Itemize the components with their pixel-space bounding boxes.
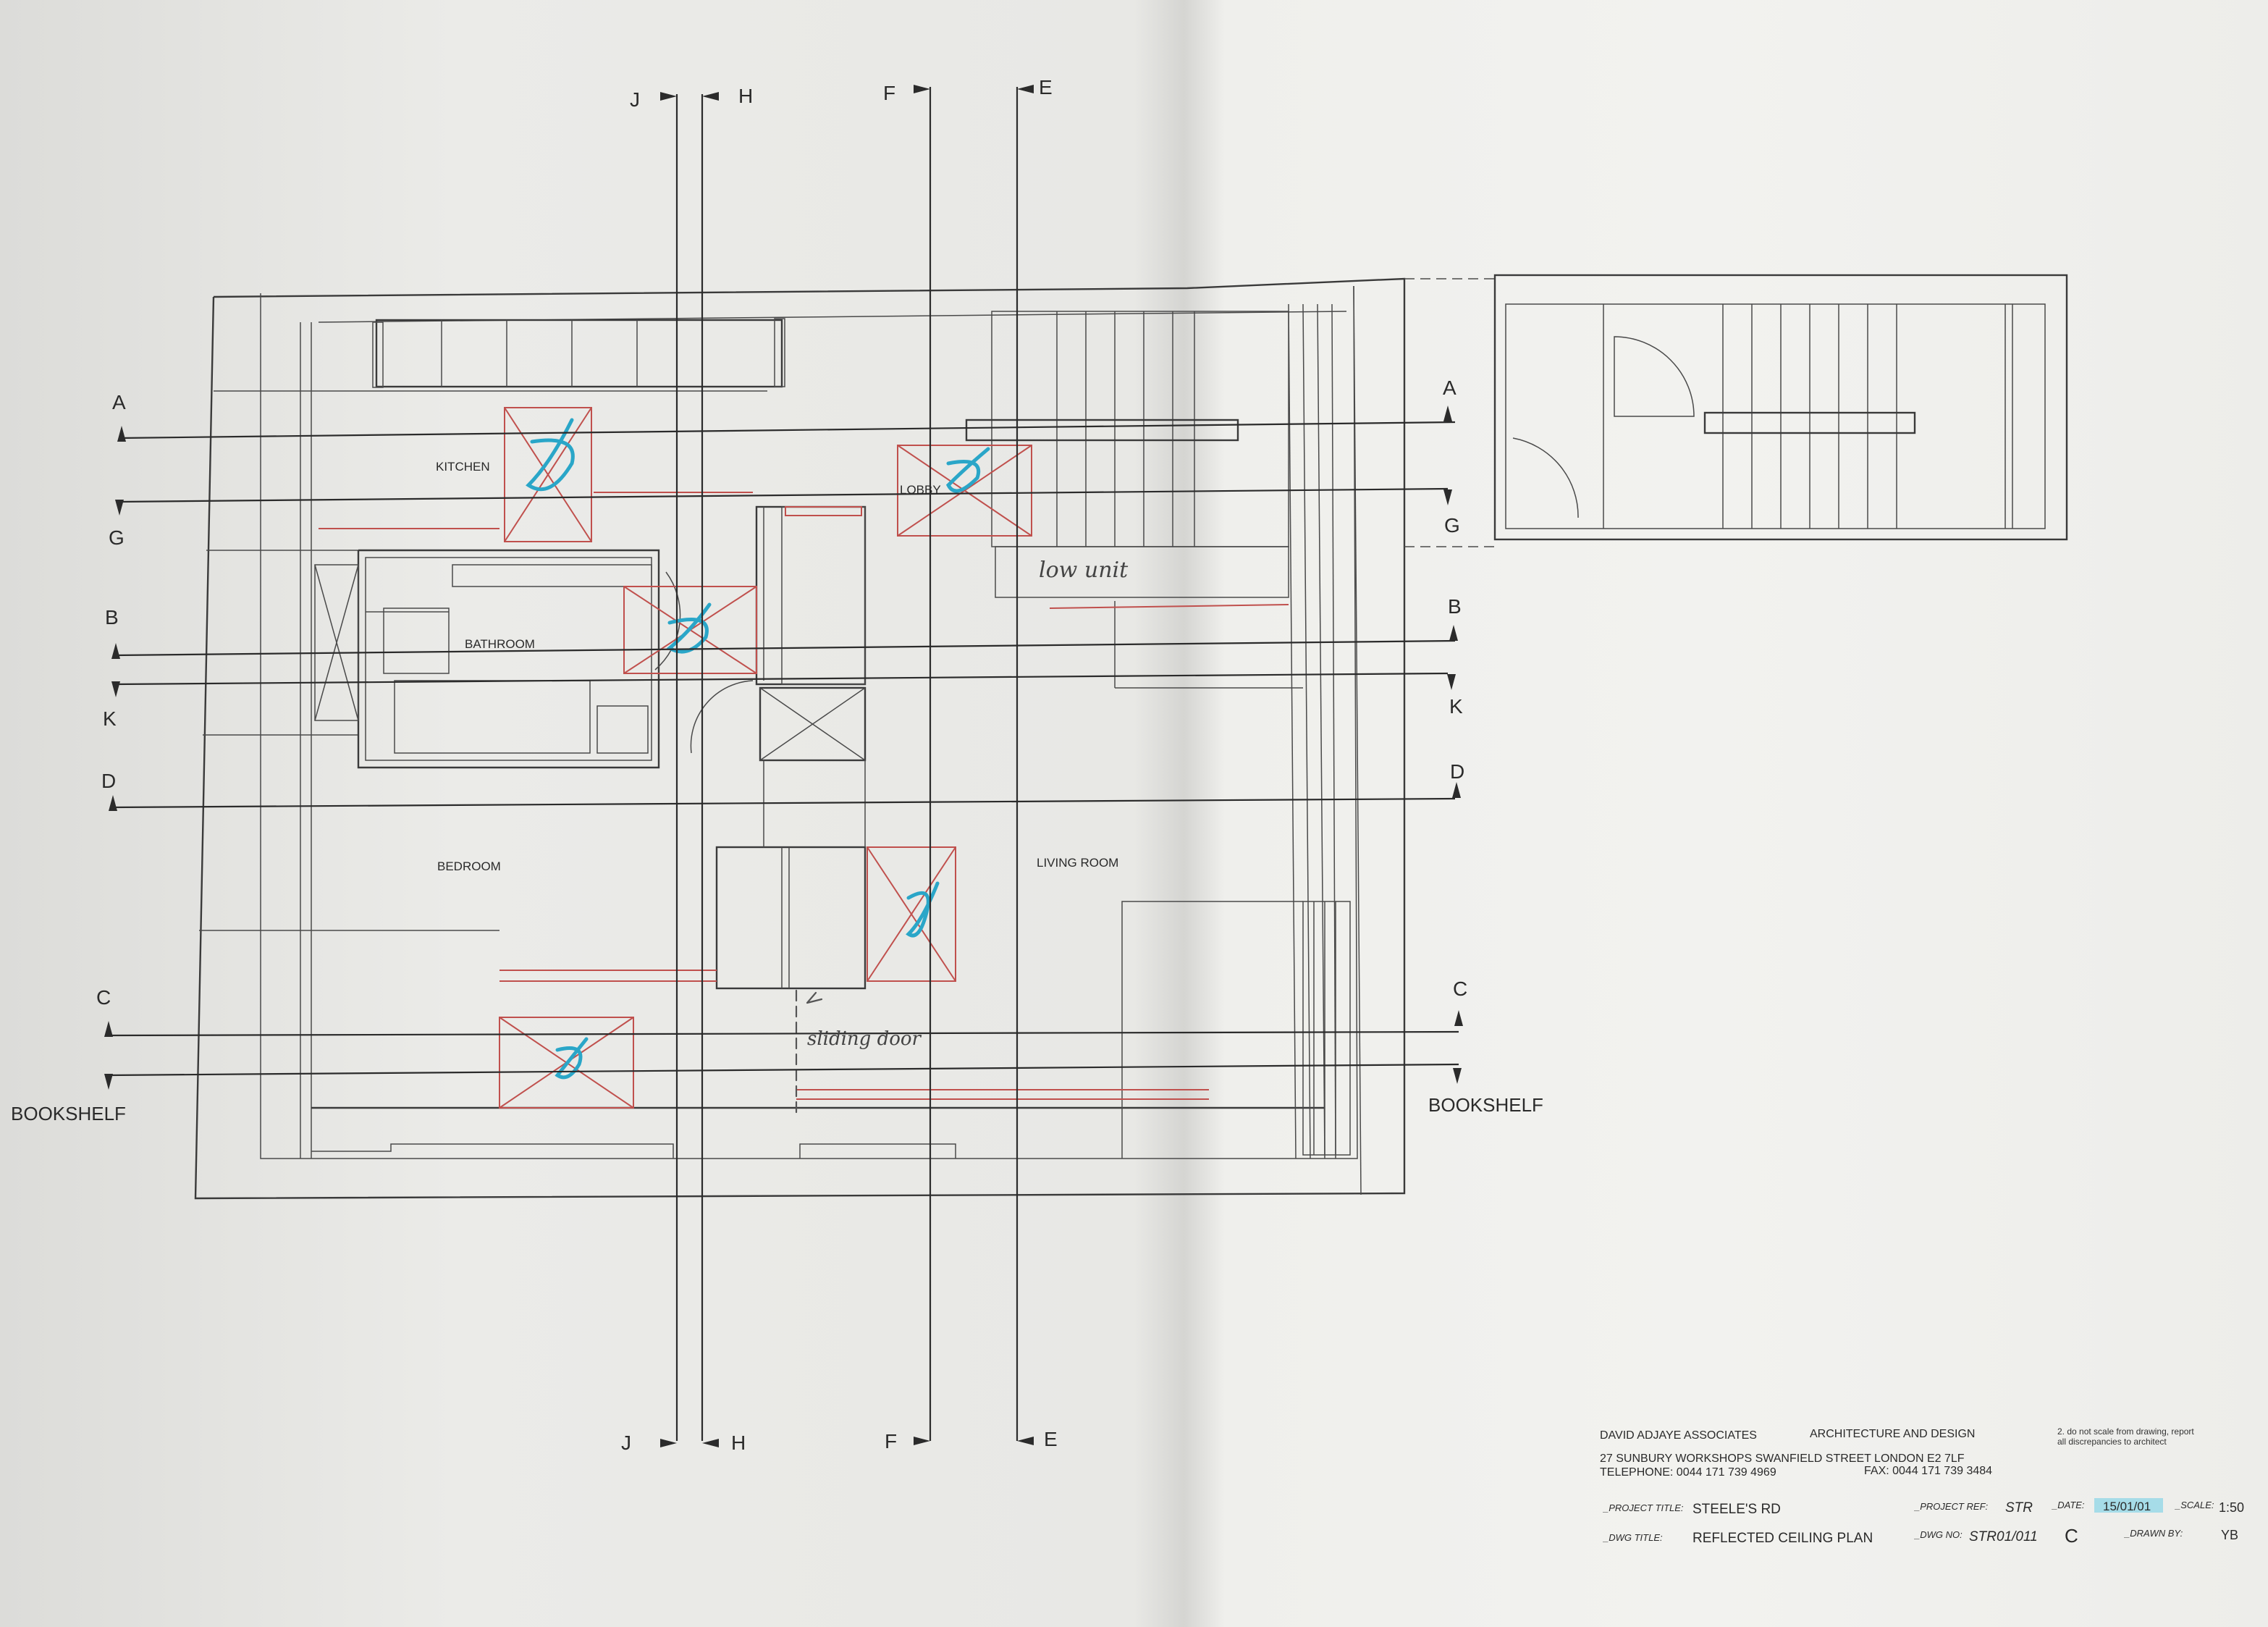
- marker-D-right: D: [1450, 760, 1464, 783]
- grid-labels-right: A G B K D C: [1443, 377, 1467, 1000]
- marker-K-left: K: [103, 707, 117, 730]
- marker-C-right: C: [1453, 978, 1467, 1000]
- tb-revision: C: [2065, 1525, 2078, 1547]
- annex-plan: [1404, 274, 2068, 547]
- tb-project-title: STEELE'S RD: [1692, 1502, 1781, 1517]
- tb-project-ref-label: _PROJECT REF:: [1913, 1501, 1989, 1512]
- grid-labels-top: J H F E: [630, 76, 1053, 111]
- bookshelf-label-left: BOOKSHELF: [11, 1103, 126, 1124]
- room-kitchen: KITCHEN: [436, 460, 490, 474]
- tb-project-title-label: _PROJECT TITLE:: [1602, 1502, 1684, 1513]
- marker-H-bottom: H: [731, 1431, 746, 1454]
- marker-E-top: E: [1039, 76, 1053, 98]
- tb-drawn-by: YB: [2221, 1528, 2238, 1542]
- bathroom-block: [314, 549, 754, 769]
- bookshelf-label-right: BOOKSHELF: [1428, 1094, 1543, 1116]
- tb-firm: DAVID ADJAYE ASSOCIATES: [1600, 1429, 1757, 1442]
- tb-scale: 1:50: [2219, 1500, 2244, 1515]
- highlighter-marks: [526, 418, 990, 1080]
- tb-project-ref: STR: [2005, 1500, 2033, 1515]
- tb-note-wrap: 2. do not scale from drawing, report all…: [2057, 1426, 2194, 1447]
- tb-fax: FAX: 0044 171 739 3484: [1864, 1465, 1992, 1477]
- marker-B-left: B: [105, 606, 119, 628]
- marker-J-top: J: [630, 88, 640, 111]
- room-bedroom: BEDROOM: [437, 859, 501, 873]
- marker-F-top: F: [883, 82, 895, 104]
- tb-dwg-no: STR01/011: [1969, 1529, 2038, 1544]
- tb-scale-label: _SCALE:: [2174, 1500, 2214, 1510]
- tb-dwg-no-label: _DWG NO:: [1913, 1529, 1963, 1540]
- tb-telephone: TELEPHONE: 0044 171 739 4969: [1600, 1466, 1776, 1479]
- marker-G-right: G: [1444, 514, 1460, 537]
- marker-B-right: B: [1448, 595, 1462, 618]
- tb-address: 27 SUNBURY WORKSHOPS SWANFIELD STREET LO…: [1600, 1452, 1965, 1465]
- room-lobby: LOBBY: [900, 483, 941, 497]
- marker-A-left: A: [112, 391, 126, 413]
- marker-J-bottom: J: [621, 1431, 631, 1454]
- title-block: DAVID ADJAYE ASSOCIATES ARCHITECTURE AND…: [1600, 1426, 2244, 1547]
- marker-G-left: G: [109, 526, 125, 549]
- marker-A-right: A: [1443, 377, 1457, 399]
- tb-dwg-title-label: _DWG TITLE:: [1602, 1532, 1663, 1543]
- tb-dwg-title: REFLECTED CEILING PLAN: [1692, 1531, 1873, 1546]
- section-lines: [108, 87, 1459, 1441]
- tb-date: 15/01/01: [2103, 1500, 2151, 1513]
- grid-labels-bottom: J H F E: [621, 1428, 1058, 1454]
- tb-date-label: _DATE:: [2051, 1500, 2085, 1510]
- room-labels: KITCHEN LOBBY BATHROOM BEDROOM LIVING RO…: [436, 460, 1118, 873]
- room-living-room: LIVING ROOM: [1037, 856, 1118, 870]
- tb-drawn-by-label: _DRAWN BY:: [2123, 1528, 2183, 1539]
- kitchen-units: [372, 318, 785, 388]
- pen-marks: [795, 989, 823, 1117]
- core-cupboards: [715, 505, 867, 990]
- marker-H-top: H: [738, 85, 753, 107]
- marker-F-bottom: F: [885, 1430, 897, 1452]
- marker-C-left: C: [96, 986, 111, 1009]
- marker-K-right: K: [1449, 695, 1463, 718]
- handwritten-sliding-door: sliding door: [807, 1028, 922, 1050]
- section-arrows: [104, 85, 1463, 1447]
- room-bathroom: BATHROOM: [465, 637, 535, 651]
- marker-D-left: D: [101, 770, 116, 792]
- staircase: [965, 311, 1351, 1156]
- tb-discipline: ARCHITECTURE AND DESIGN: [1810, 1428, 1975, 1440]
- handwritten-low-unit: low unit: [1039, 558, 1129, 583]
- tb-note: 2. do not scale from drawing, report all…: [2057, 1426, 2194, 1447]
- building-outline: [194, 277, 1406, 1200]
- marker-E-bottom: E: [1044, 1428, 1058, 1450]
- grid-labels-left: A G B K D C: [96, 391, 126, 1009]
